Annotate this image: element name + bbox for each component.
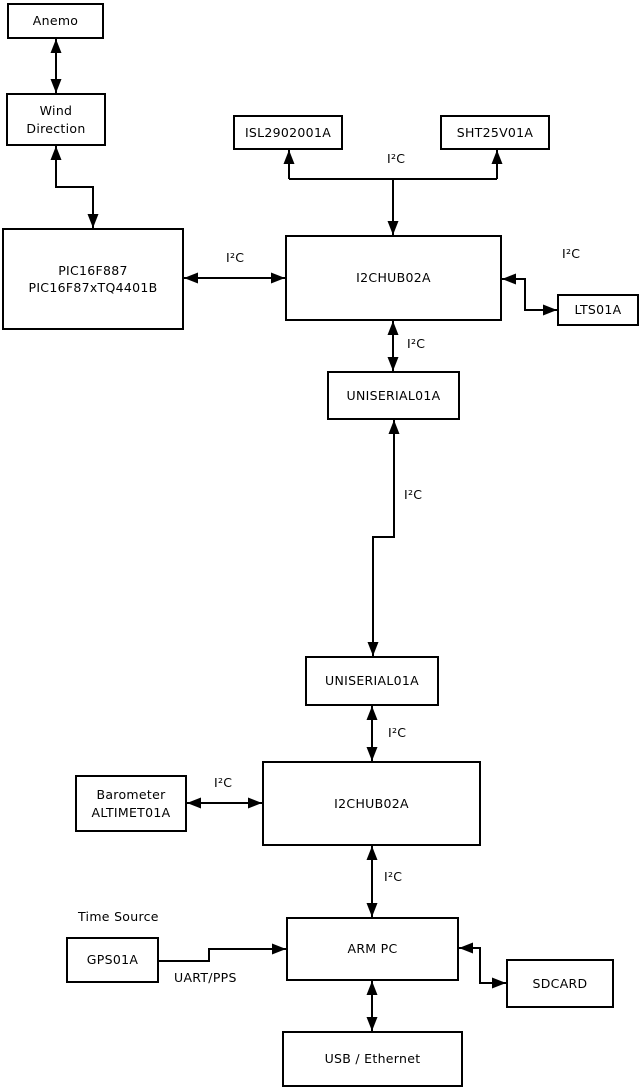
label-i2c-hub2-armpc: I²C (384, 869, 403, 884)
node-uniserial01a-2: UNISERIAL01A (305, 656, 439, 706)
label-i2c-lts-bus: I²C (562, 246, 581, 261)
node-isl2902001a: ISL2902001A (233, 115, 343, 150)
node-lts01a-label: LTS01A (574, 302, 622, 318)
node-usb-ethernet-label: USB / Ethernet (324, 1051, 421, 1067)
node-wind-direction: Wind Direction (6, 93, 106, 146)
node-i2chub02a-1: I2CHUB02A (285, 235, 502, 321)
label-i2c-uniserial-link: I²C (404, 487, 423, 502)
node-i2chub02a-2-label: I2CHUB02A (334, 795, 409, 811)
node-uniserial01a-1-label: UNISERIAL01A (346, 387, 441, 403)
edge-hub1-lts (502, 273, 557, 316)
node-i2chub02a-2: I2CHUB02A (262, 761, 481, 846)
node-sht25v01a-label: SHT25V01A (456, 124, 534, 140)
node-wind-direction-label: Wind Direction (26, 103, 86, 136)
label-i2c-pic-bus: I²C (226, 250, 245, 265)
node-i2chub02a-1-label: I2CHUB02A (356, 270, 431, 286)
label-i2c-barometer-bus: I²C (214, 775, 233, 790)
node-uniserial01a-1: UNISERIAL01A (327, 371, 460, 420)
node-sdcard-label: SDCARD (532, 975, 588, 991)
node-sht25v01a: SHT25V01A (440, 115, 550, 150)
node-pic16f887: PIC16F887 PIC16F87xTQ4401B (2, 228, 184, 330)
label-uart-pps: UART/PPS (174, 970, 237, 985)
edge-uniserial1-uniserial2 (367, 420, 400, 656)
edge-armpc-sdcard (459, 942, 506, 989)
node-arm-pc-label: ARM PC (347, 941, 398, 957)
node-anemo: Anemo (7, 3, 104, 39)
label-time-source: Time Source (78, 909, 159, 924)
node-isl2902001a-label: ISL2902001A (244, 124, 332, 140)
edge-gps-armpc (159, 943, 286, 962)
node-gps01a: GPS01A (66, 937, 159, 983)
node-lts01a: LTS01A (557, 294, 639, 326)
node-usb-ethernet: USB / Ethernet (282, 1031, 463, 1087)
node-anemo-label: Anemo (32, 13, 79, 29)
node-arm-pc: ARM PC (286, 917, 459, 981)
node-gps01a-label: GPS01A (86, 952, 139, 968)
node-uniserial01a-2-label: UNISERIAL01A (325, 673, 419, 689)
label-i2c-sensors-bus: I²C (387, 151, 406, 166)
node-barometer: Barometer ALTIMET01A (75, 775, 187, 832)
label-i2c-hub1-uniserial: I²C (407, 336, 426, 351)
label-i2c-uniserial2-hub2: I²C (388, 725, 407, 740)
node-barometer-label: Barometer ALTIMET01A (91, 787, 171, 820)
node-sdcard: SDCARD (506, 959, 614, 1008)
node-pic16f887-label: PIC16F887 PIC16F87xTQ4401B (28, 262, 158, 295)
edge-wind-direction-pic (50, 146, 99, 228)
